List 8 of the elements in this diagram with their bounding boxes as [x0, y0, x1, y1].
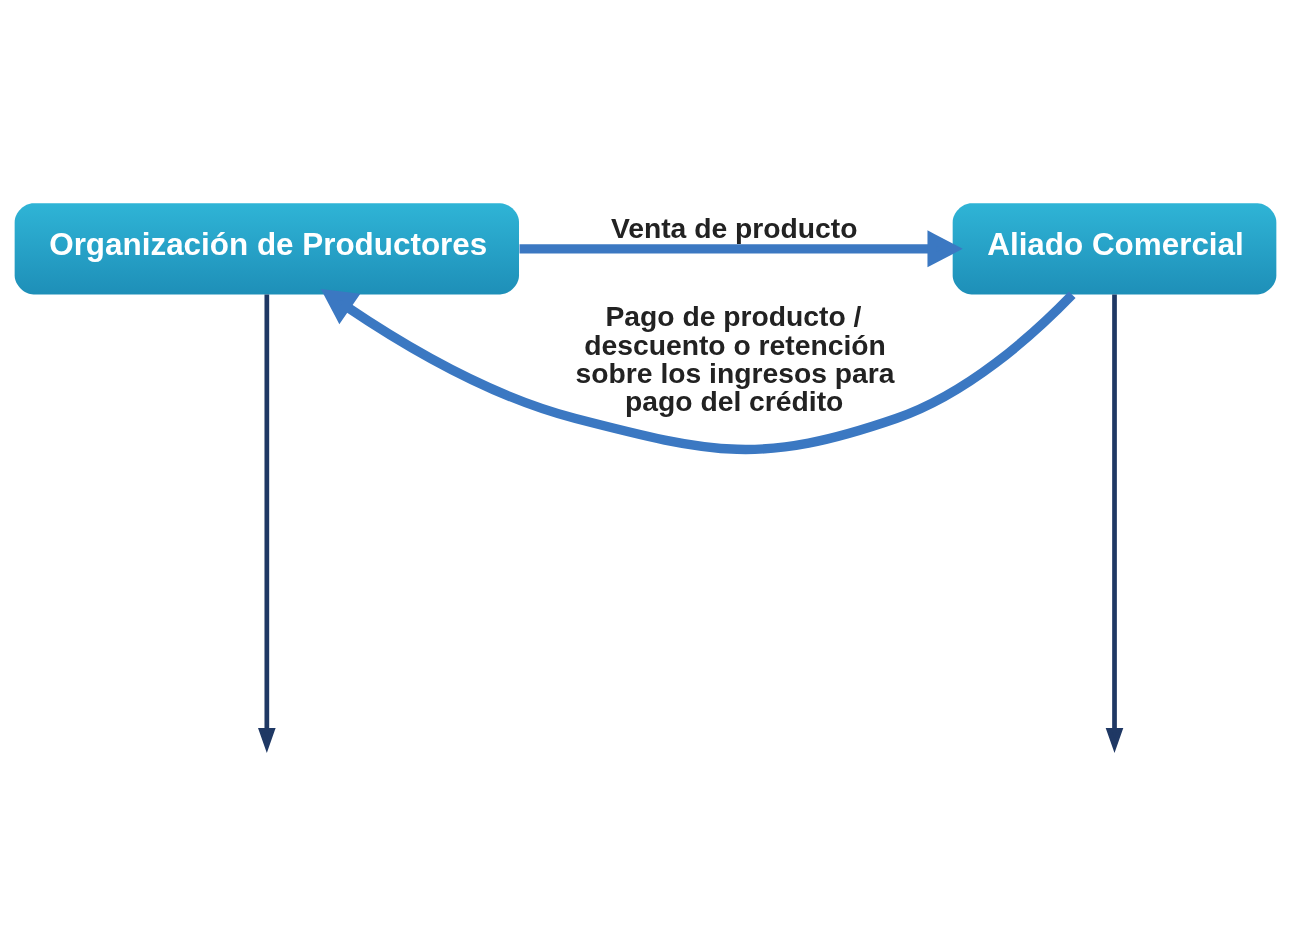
- arrow: [258, 294, 276, 754]
- edge-label: Pago de producto / descuento o retención sobre los ingresos para pago del crédito: [575, 300, 895, 418]
- arrow: [320, 288, 1076, 454]
- arrow: [1105, 294, 1124, 754]
- edge-label: Venta de producto: [610, 212, 858, 245]
- arrow: [519, 230, 963, 268]
- node-box: Aliado Comercial: [952, 203, 1277, 295]
- node-box: Organización de Productores: [14, 203, 519, 295]
